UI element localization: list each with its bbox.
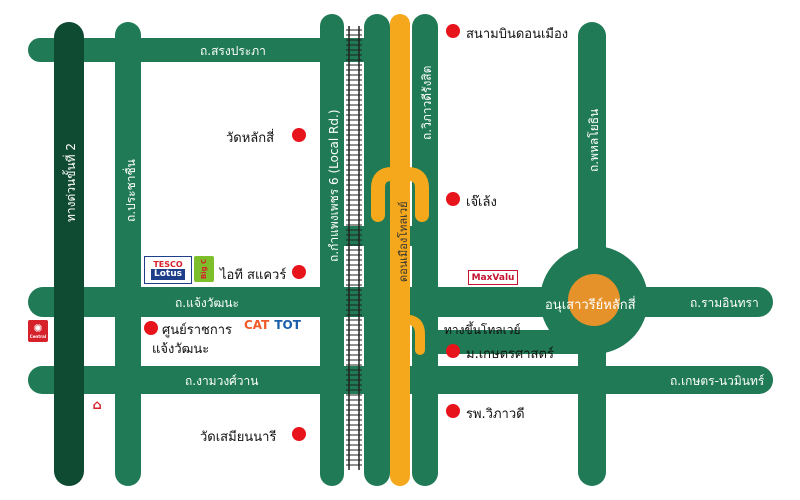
label-chaengwattana: ถ.แจ้งวัฒนะ bbox=[175, 296, 239, 310]
label-donmueang-airport: สนามบินดอนเมือง bbox=[466, 27, 569, 42]
bigc-logo: Big C bbox=[194, 256, 214, 282]
lotus-text: Lotus bbox=[151, 269, 185, 280]
marker-donmueang-airport[interactable] bbox=[446, 24, 460, 38]
marker-kasetsart-univ[interactable] bbox=[446, 344, 460, 358]
label-wat-samian-nari: วัดเสมียนนารี bbox=[200, 430, 277, 445]
label-expressway-2: ทางด่วนขั้นที่ 2 bbox=[64, 142, 78, 222]
marker-wat-samian-nari[interactable] bbox=[292, 427, 306, 441]
tesco-building-icon: ⌂ bbox=[88, 396, 106, 414]
tesco-lotus-logo: TESCO Lotus bbox=[144, 256, 192, 284]
label-government-center-1: ศูนย์ราชการ bbox=[162, 323, 233, 338]
maxvalu-text: MaxValu bbox=[471, 272, 515, 283]
label-wat-laksi: วัดหลักสี่ bbox=[226, 131, 275, 146]
label-songprakarn: ถ.สรงประภา bbox=[200, 44, 266, 58]
road-expressway-2 bbox=[54, 22, 84, 486]
label-prachachuen: ถ.ประชาชื่น bbox=[124, 159, 138, 222]
central-logo: ✺ Central bbox=[28, 320, 48, 342]
cat-tot-logo: CAT TOT bbox=[244, 318, 301, 332]
label-ngamwongwan: ถ.งามวงศ์วาน bbox=[185, 374, 259, 388]
cat-text: CAT bbox=[244, 318, 270, 332]
label-viphavadi: ถ.วิภาวดีรังสิต bbox=[420, 65, 434, 140]
railway bbox=[346, 26, 362, 470]
building-icon: ⌂ bbox=[92, 397, 102, 413]
label-laksi-monument: อนุเสาวรีย์หลักสี่ bbox=[545, 298, 636, 313]
label-kaset-nawamin: ถ.เกษตร-นวมินทร์ bbox=[670, 374, 765, 388]
tesco-text: TESCO bbox=[153, 260, 183, 269]
marker-wat-laksi[interactable] bbox=[292, 128, 306, 142]
tot-text: TOT bbox=[274, 318, 301, 332]
central-text: Central bbox=[29, 334, 47, 339]
road-prachachuen bbox=[115, 22, 141, 486]
central-icon: ✺ bbox=[33, 322, 43, 335]
marker-government-center[interactable] bbox=[144, 321, 158, 335]
label-phahonyothin: ถ.พหลโยธิน bbox=[587, 108, 601, 172]
laksi-monument-marker bbox=[568, 274, 620, 326]
bigc-text: Big C bbox=[200, 258, 209, 280]
marker-vibhavadi-hospital[interactable] bbox=[446, 404, 460, 418]
label-it-square: ไอที สแควร์ bbox=[220, 268, 287, 283]
road-viphavadi-west bbox=[364, 14, 390, 486]
label-tollway-exit: ทางขึ้นโทลเวย์ bbox=[444, 323, 521, 337]
label-ramintra: ถ.รามอินทรา bbox=[690, 296, 759, 310]
label-kamphaengphet: ถ.กำแพงเพชร 6 (Local Rd.) bbox=[327, 109, 341, 262]
marker-jae-leng[interactable] bbox=[446, 192, 460, 206]
donmueang-tollway bbox=[371, 14, 429, 486]
road-viphavadi-east bbox=[412, 14, 438, 486]
marker-it-square[interactable] bbox=[292, 265, 306, 279]
label-vibhavadi-hospital: รพ.วิภาวดี bbox=[466, 407, 525, 422]
label-jae-leng: เจ๊เล้ง bbox=[466, 195, 497, 210]
label-kasetsart-univ: ม.เกษตรศาสตร์ bbox=[466, 347, 554, 362]
label-donmueang-tollway: ดอนเมืองโทลเวย์ bbox=[397, 201, 410, 282]
label-government-center-2: แจ้งวัฒนะ bbox=[152, 342, 210, 357]
road-kamphaengphet bbox=[320, 14, 344, 486]
maxvalu-logo: MaxValu bbox=[468, 270, 518, 285]
